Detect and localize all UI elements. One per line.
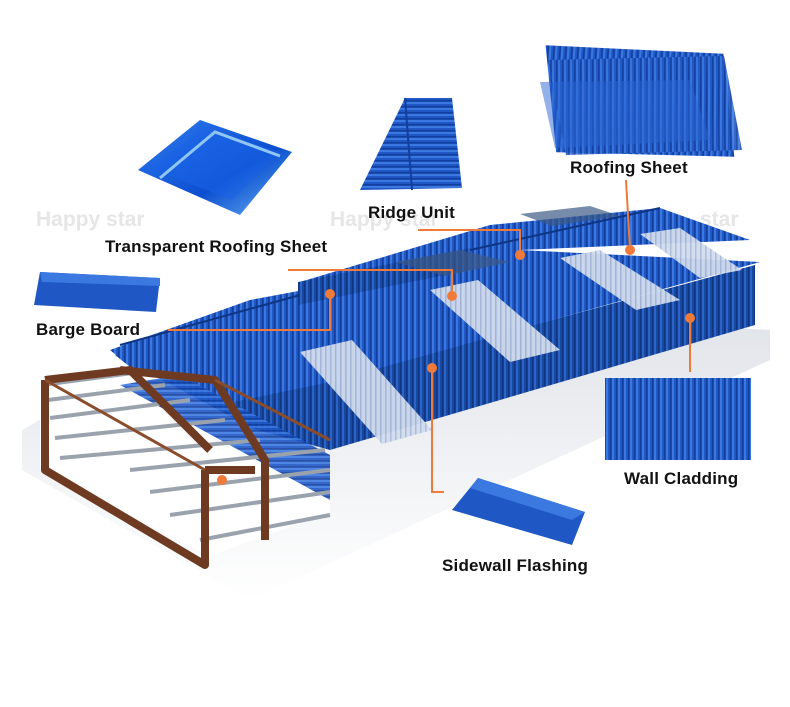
leader-lines [168, 179, 691, 493]
watermark-center: Happy star [330, 208, 439, 231]
label-wall-cladding: Wall Cladding [624, 469, 739, 488]
label-sidewall-flashing: Sidewall Flashing [442, 556, 589, 575]
ridge-unit-image [360, 97, 462, 191]
wall-cladding-image [605, 378, 751, 460]
label-barge-board: Barge Board [36, 320, 141, 339]
watermark-left: Happy star [36, 208, 145, 231]
label-ridge-unit: Ridge Unit [368, 203, 455, 222]
label-roofing-sheet: Roofing Sheet [570, 158, 688, 177]
sidewall-flashing-image [452, 478, 585, 545]
roofing-sheet-image [540, 45, 742, 157]
leader-dots [217, 245, 695, 485]
transparent-roofing-sheet-image [138, 120, 292, 215]
building [40, 206, 760, 569]
label-transparent-roofing-sheet: Transparent Roofing Sheet [105, 237, 328, 256]
watermark-right: star [700, 208, 739, 231]
barge-board-image [34, 272, 160, 312]
